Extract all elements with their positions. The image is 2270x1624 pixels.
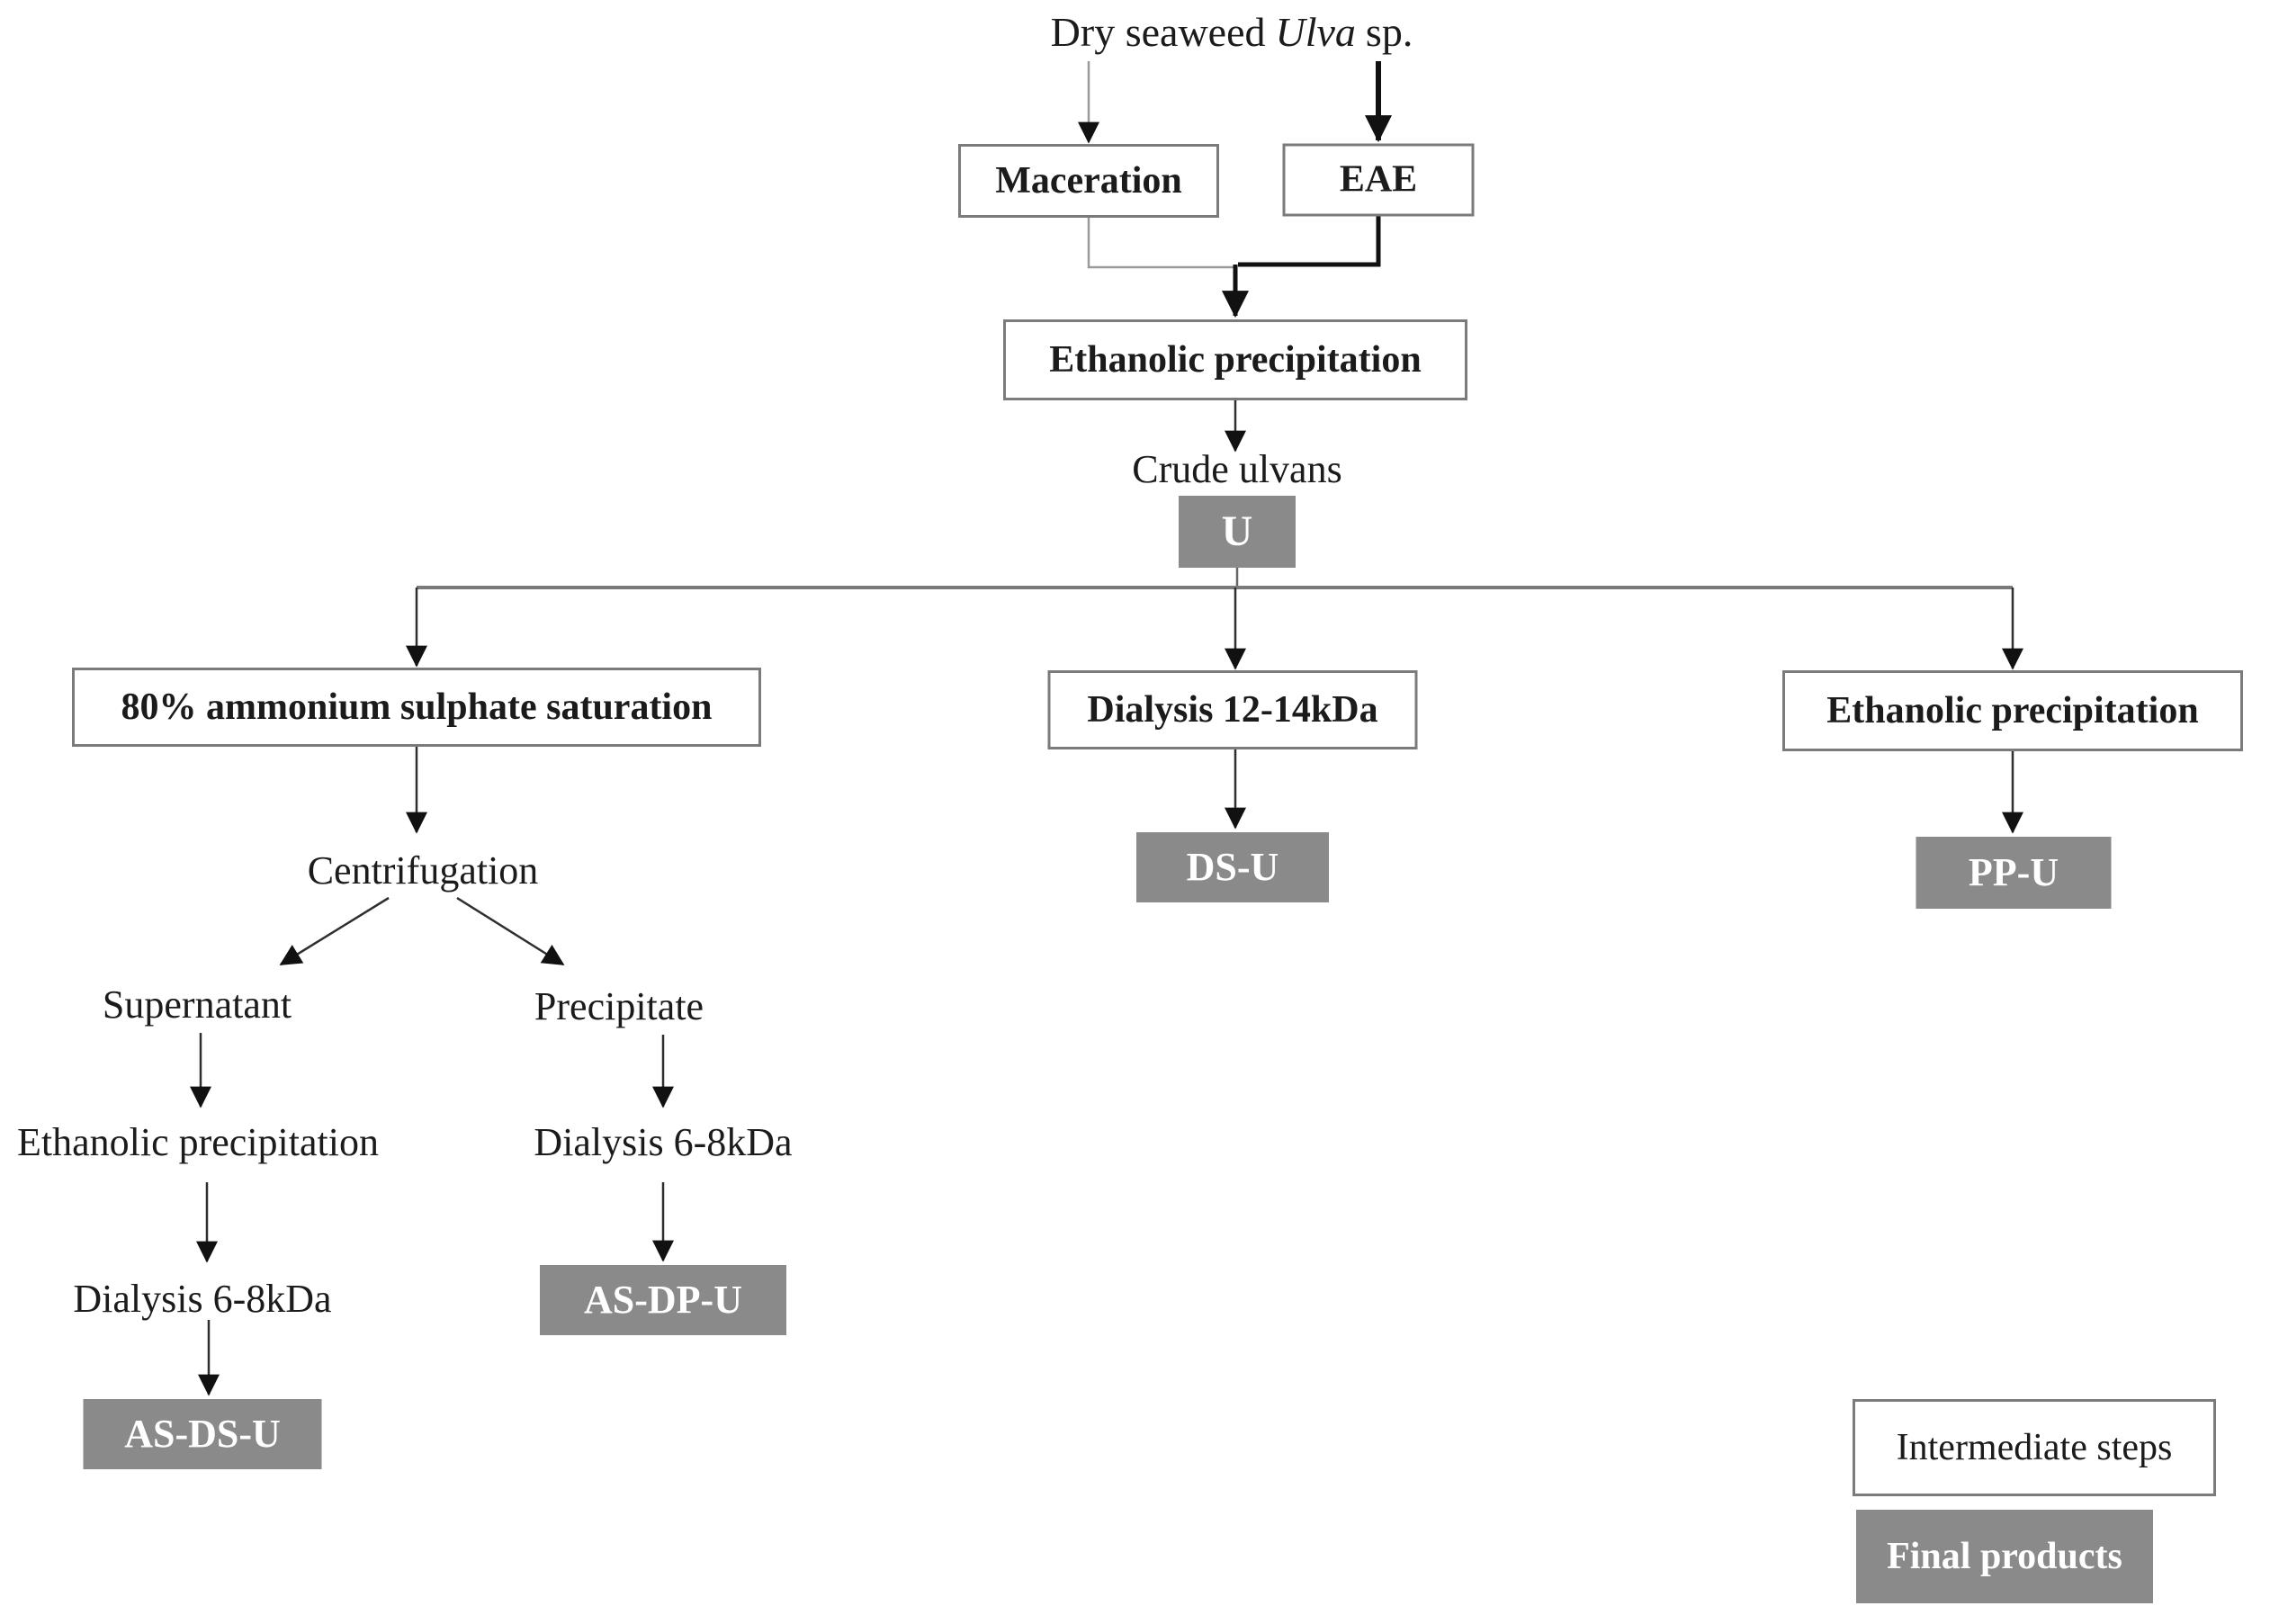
label-ethanolic-precipitation-supernatant: Ethanolic precipitation <box>17 1119 379 1164</box>
step-box-ethanolic-precipitation-top: Ethanolic precipitation <box>1003 319 1467 400</box>
step-box-eae: EAE <box>1282 143 1475 217</box>
label-crude-ulvans: Crude ulvans <box>1132 446 1342 491</box>
step-box-ethanolic-precipitation-right: Ethanolic precipitation <box>1782 670 2243 751</box>
legend-final-products: Final products <box>1856 1510 2153 1603</box>
source-label-suffix: sp. <box>1365 8 1413 55</box>
label-supernatant: Supernatant <box>102 982 292 1027</box>
label-dialysis-6-8kda-supernatant: Dialysis 6-8kDa <box>73 1276 332 1321</box>
source-label-prefix: Dry seaweed <box>1050 8 1266 55</box>
product-box-as-dp-u: AS-DP-U <box>540 1265 786 1335</box>
product-box-ds-u: DS-U <box>1136 832 1329 902</box>
legend-intermediate-steps: Intermediate steps <box>1853 1399 2216 1496</box>
product-box-pp-u: PP-U <box>1916 837 2112 909</box>
source-label: Dry seaweed Ulva sp. <box>1050 8 1413 55</box>
label-precipitate: Precipitate <box>534 983 704 1028</box>
label-centrifugation: Centrifugation <box>307 848 539 893</box>
step-box-ammonium-sulphate-saturation: 80% ammonium sulphate saturation <box>72 668 761 747</box>
product-box-u: U <box>1179 496 1296 568</box>
label-dialysis-6-8kda-precipitate: Dialysis 6-8kDa <box>534 1119 793 1164</box>
product-box-as-ds-u: AS-DS-U <box>83 1399 322 1469</box>
step-box-maceration: Maceration <box>958 144 1219 218</box>
step-box-dialysis-12-14kda: Dialysis 12-14kDa <box>1047 670 1418 749</box>
species-name-italic: Ulva <box>1275 8 1356 55</box>
